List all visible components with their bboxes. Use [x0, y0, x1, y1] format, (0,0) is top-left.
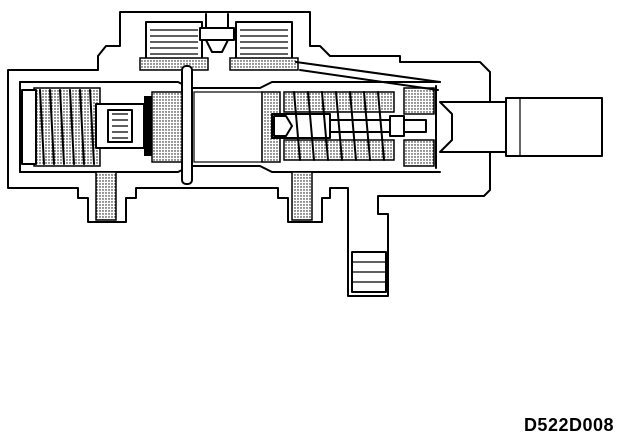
rear-seal: [403, 85, 437, 169]
left-return-spring: [21, 87, 101, 167]
bore-bottom-wall: [19, 165, 441, 173]
figure-code-label: D522D008: [523, 415, 614, 435]
right-reservoir-port: [229, 21, 299, 71]
center-clip: [199, 13, 235, 53]
right-outlet-port: [291, 171, 313, 221]
right-return-spring: [283, 91, 395, 161]
lower-outlet-fitting: [351, 251, 387, 293]
left-outlet-port: [95, 171, 117, 221]
stop-pin: [181, 65, 193, 185]
pressure-chamber: [193, 91, 263, 163]
secondary-piston: [95, 91, 183, 163]
push-rod: [439, 97, 603, 157]
housing-outline: [7, 11, 491, 297]
primary-piston: [261, 91, 427, 163]
bore-top-wall: [19, 81, 441, 89]
fluid-passage: [295, 61, 441, 91]
left-reservoir-port: [139, 21, 209, 71]
